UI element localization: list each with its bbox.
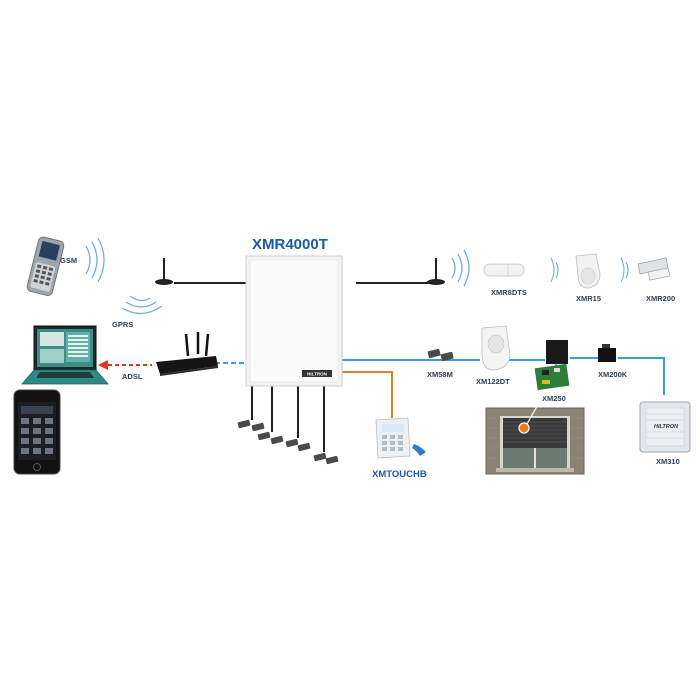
radio-antenna-icon bbox=[427, 258, 445, 285]
smartphone-icon bbox=[13, 389, 61, 475]
xmtouchb-label: XMTOUCHB bbox=[372, 469, 427, 480]
router-icon bbox=[156, 332, 218, 376]
xm200k-label: XM200K bbox=[598, 370, 628, 379]
wired-contact-pairs bbox=[237, 419, 339, 465]
gprs-signal-waves-icon bbox=[121, 295, 163, 315]
xm122dt-detector-icon bbox=[481, 325, 511, 371]
xmr200-contact-icon bbox=[637, 257, 671, 281]
gsm-signal-waves-icon bbox=[85, 237, 105, 283]
xmr200-signal-waves-icon bbox=[620, 257, 629, 283]
wired-sensor-leads bbox=[251, 386, 325, 452]
adsl-label: ADSL bbox=[122, 372, 143, 381]
xm310-siren-icon: HILTRON bbox=[639, 401, 691, 453]
siren-badge: HILTRON bbox=[654, 424, 679, 430]
gprs-label: GPRS bbox=[112, 320, 133, 329]
laptop-icon bbox=[21, 325, 109, 385]
keypad-line bbox=[342, 371, 393, 418]
xmr15-detector-icon bbox=[575, 253, 601, 289]
mobile-phone-icon bbox=[26, 236, 65, 296]
main-panel-xmr4000t: HILTRON bbox=[245, 255, 343, 387]
gsm-label: GSM bbox=[60, 256, 77, 265]
bus-line-4 bbox=[618, 357, 665, 395]
gsm-antenna-icon bbox=[155, 258, 173, 285]
main-unit-badge: HILTRON bbox=[307, 372, 327, 377]
main-unit-title: XMR4000T bbox=[252, 236, 328, 253]
xm200k-module-icon bbox=[598, 344, 616, 362]
xm122dt-label: XM122DT bbox=[476, 377, 510, 386]
xm310-label: XM310 bbox=[656, 457, 680, 466]
xmr8dts-label: XMR8DTS bbox=[491, 288, 527, 297]
xmr200-label: XMR200 bbox=[646, 294, 675, 303]
xm250-relay-icon bbox=[534, 340, 570, 391]
xmr15-label: XMR15 bbox=[576, 294, 601, 303]
xm250-label: XM250 bbox=[542, 394, 566, 403]
adsl-arrowhead bbox=[98, 360, 108, 370]
xm58m-label: XM58M bbox=[427, 370, 453, 379]
xm58m-contact-icon bbox=[427, 348, 454, 362]
xmr15-signal-waves-icon bbox=[550, 257, 559, 283]
main-unit-badge-plate bbox=[302, 370, 332, 377]
xmr8dts-sensor-icon bbox=[483, 263, 525, 277]
roller-shutter-window-image bbox=[485, 393, 585, 475]
radio-signal-waves-icon bbox=[451, 249, 470, 287]
xmtouchb-keypad-icon bbox=[375, 417, 426, 459]
